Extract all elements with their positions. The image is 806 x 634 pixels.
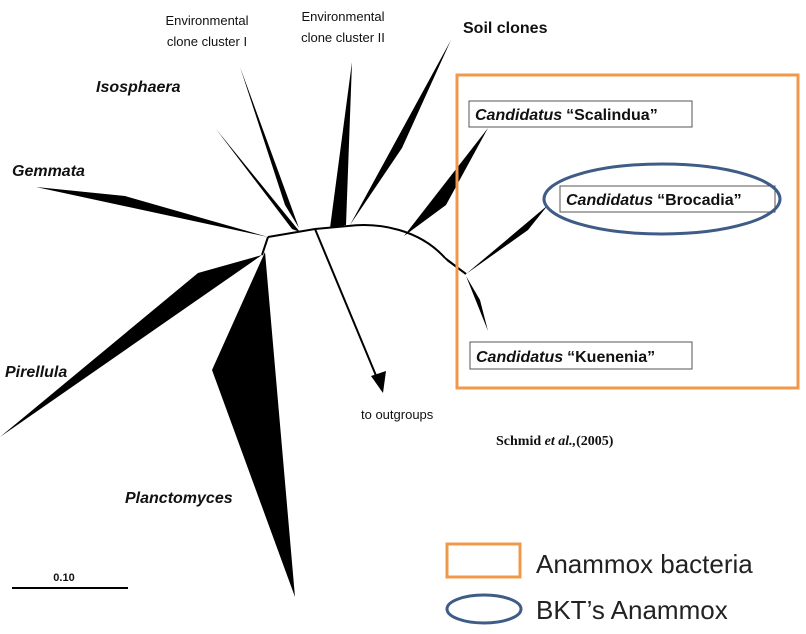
branch-left-root [261, 236, 269, 256]
wedge-scalindua [404, 128, 488, 236]
bkt-highlight-ellipse [542, 162, 782, 236]
arrow-head-icon [371, 371, 386, 393]
label-soil-clones: Soil clones [463, 20, 548, 37]
label-env-cluster-2-line2: clone cluster II [301, 30, 385, 45]
taxon-species-kuenenia: “Kuenenia” [567, 349, 655, 366]
wedge-env-cluster-1 [240, 67, 299, 228]
svg-text:Candidatus“Brocadia”: Candidatus“Brocadia” [566, 192, 742, 209]
label-env-cluster-1-line1: Environmental [165, 13, 248, 28]
label-to-outgroups: to outgroups [361, 407, 434, 422]
taxon-genus: Candidatus [476, 349, 563, 366]
wedge-env-cluster-2 [330, 62, 352, 228]
label-gemmata: Gemmata [12, 163, 85, 180]
wedge-isosphaera [216, 129, 300, 232]
taxon-brocadia: Candidatus“Brocadia” [559, 185, 776, 213]
label-env-cluster-2-line1: Environmental [301, 9, 384, 24]
wedge-kuenenia [466, 276, 488, 331]
taxon-genus: Candidatus [566, 192, 653, 209]
svg-text:Candidatus“Kuenenia”: Candidatus“Kuenenia” [476, 349, 655, 366]
legend-label-anammox-bacteria: Anammox bacteria [536, 549, 753, 579]
outgroup-arrow [314, 228, 386, 393]
legend-swatch-ellipse [445, 593, 523, 625]
clade-wedges [0, 40, 548, 597]
branch-right [347, 224, 446, 259]
taxon-species-brocadia: “Brocadia” [657, 192, 741, 209]
legend-swatch-box [445, 542, 522, 579]
label-planctomyces: Planctomyces [125, 490, 233, 507]
scale-bar: 0.10 [12, 572, 128, 589]
legend: Anammox bacteria BKT’s Anammox [445, 542, 753, 625]
tree-backbone [261, 224, 467, 275]
label-env-cluster-1-line2: clone cluster I [167, 34, 247, 49]
svg-text:Candidatus“Scalindua”: Candidatus“Scalindua” [475, 107, 658, 124]
legend-label-bkt-anammox: BKT’s Anammox [536, 595, 728, 625]
taxon-species-scalindua: “Scalindua” [566, 107, 658, 124]
taxon-scalindua: Candidatus“Scalindua” [468, 100, 693, 128]
wedge-soil-clones [350, 40, 451, 225]
taxon-genus: Candidatus [475, 107, 562, 124]
anammox-highlight-box [455, 73, 800, 390]
wedge-gemmata [36, 187, 268, 237]
wedge-planctomyces [212, 252, 295, 597]
citation-author: Schmid [496, 434, 545, 449]
citation-year: (2005) [576, 434, 614, 449]
wedge-brocadia [466, 205, 548, 274]
scale-bar-label: 0.10 [53, 572, 74, 584]
citation-etal: et al., [545, 434, 577, 449]
wedge-pirellula [0, 255, 262, 437]
taxon-kuenenia: Candidatus“Kuenenia” [469, 341, 693, 370]
label-pirellula: Pirellula [5, 364, 67, 381]
citation: Schmid et al.,(2005) [496, 434, 614, 449]
branch-center [267, 228, 316, 238]
label-isosphaera: Isosphaera [96, 79, 181, 96]
